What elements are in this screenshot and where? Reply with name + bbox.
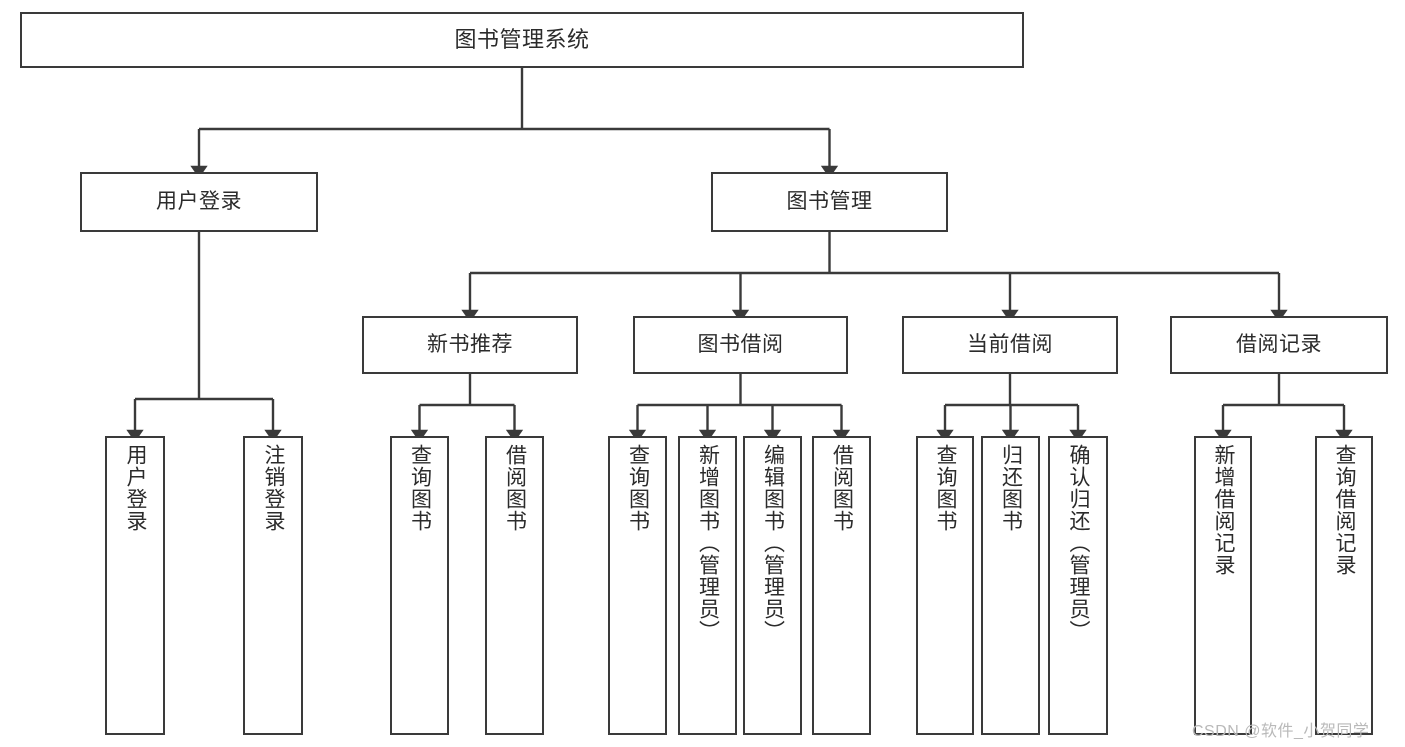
node-root[interactable]: 图书管理系统 — [20, 12, 1024, 68]
node-leaf-cur-2[interactable]: 归还图书 — [981, 436, 1040, 735]
node-login[interactable]: 用户登录 — [80, 172, 318, 232]
node-label: 图书管理系统 — [454, 26, 590, 52]
node-label: 查询图书 — [934, 444, 958, 532]
node-leaf-new-2[interactable]: 借阅图书 — [485, 436, 544, 735]
node-leaf-cur-1[interactable]: 查询图书 — [916, 436, 974, 735]
node-label: 新书推荐 — [427, 333, 513, 357]
node-label: 编辑图书（管理员） — [761, 444, 785, 642]
node-label: 查询借阅记录 — [1333, 444, 1357, 576]
node-leaf-borrow-1[interactable]: 查询图书 — [608, 436, 667, 735]
edges-group — [126, 68, 1353, 443]
node-records[interactable]: 借阅记录 — [1170, 316, 1388, 374]
node-label: 图书借阅 — [697, 333, 784, 357]
node-leaf-borrow-2[interactable]: 新增图书（管理员） — [678, 436, 737, 735]
node-label: 用户登录 — [124, 444, 148, 532]
node-leaf-rec-1[interactable]: 新增借阅记录 — [1194, 436, 1252, 735]
node-leaf-new-1[interactable]: 查询图书 — [390, 436, 449, 735]
node-bookmgmt[interactable]: 图书管理 — [711, 172, 948, 232]
node-newbook[interactable]: 新书推荐 — [362, 316, 578, 374]
node-leaf-login-2[interactable]: 注销登录 — [243, 436, 303, 735]
node-label: 查询图书 — [626, 444, 650, 532]
node-leaf-login-1[interactable]: 用户登录 — [105, 436, 165, 735]
node-leaf-rec-2[interactable]: 查询借阅记录 — [1315, 436, 1373, 735]
node-leaf-borrow-4[interactable]: 借阅图书 — [812, 436, 871, 735]
node-current[interactable]: 当前借阅 — [902, 316, 1118, 374]
node-label: 当前借阅 — [967, 333, 1053, 357]
node-label: 借阅记录 — [1236, 333, 1322, 357]
node-label: 新增借阅记录 — [1212, 444, 1236, 576]
node-label: 借阅图书 — [503, 444, 527, 532]
node-leaf-cur-3[interactable]: 确认归还（管理员） — [1048, 436, 1108, 735]
node-label: 新增图书（管理员） — [696, 444, 720, 642]
csdn-watermark: CSDN @软件_小贺同学 — [1192, 723, 1370, 740]
node-label: 用户登录 — [156, 190, 242, 214]
node-label: 借阅图书 — [830, 444, 854, 532]
node-label: 查询图书 — [408, 444, 432, 532]
node-leaf-borrow-3[interactable]: 编辑图书（管理员） — [743, 436, 802, 735]
node-borrow[interactable]: 图书借阅 — [633, 316, 848, 374]
node-label: 归还图书 — [999, 444, 1023, 532]
node-label: 图书管理 — [786, 190, 873, 214]
node-label: 注销登录 — [262, 444, 286, 532]
node-label: 确认归还（管理员） — [1067, 444, 1091, 642]
